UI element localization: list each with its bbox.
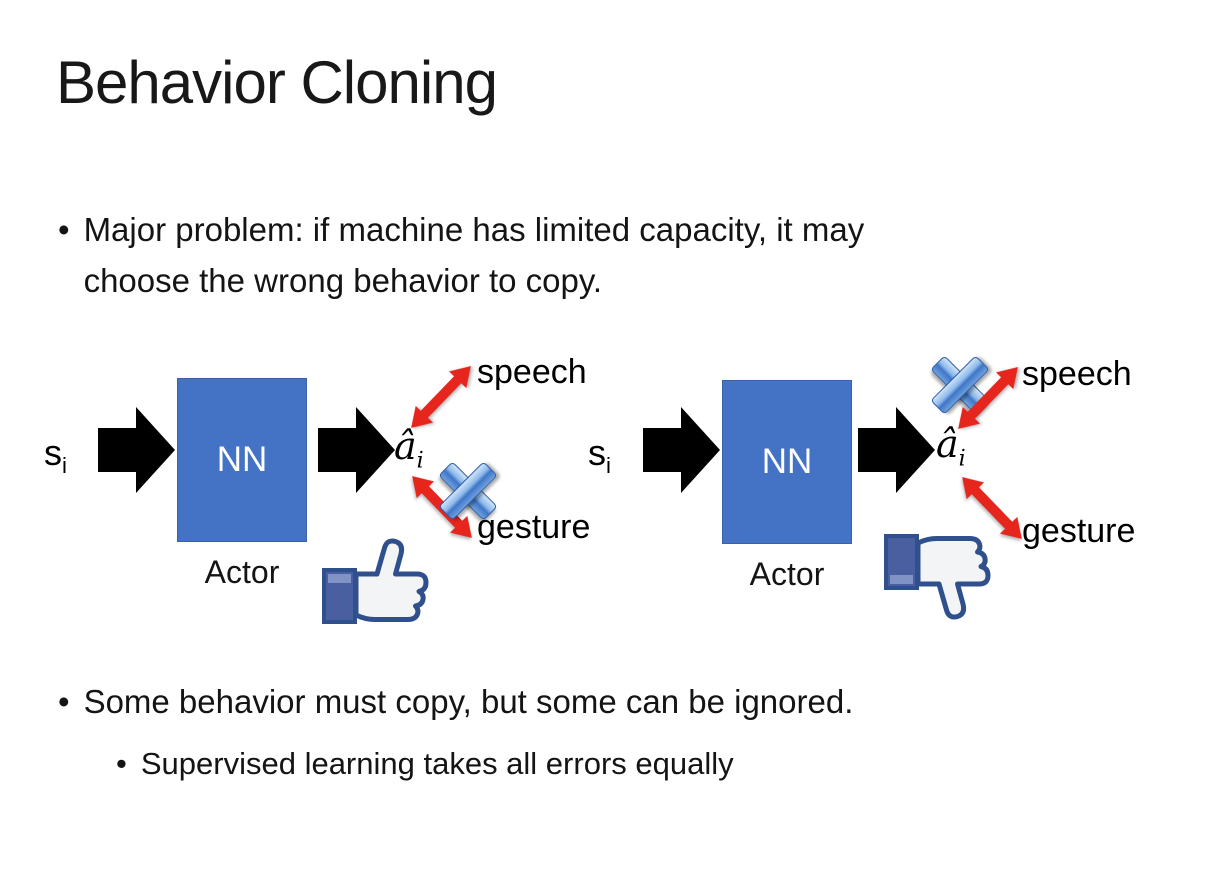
nn-box-right: NN (722, 380, 852, 544)
bullet-supervised: Supervised learning takes all errors equ… (116, 738, 1056, 789)
branch-label-speech-right: speech (1022, 355, 1132, 393)
input-arrow-icon (643, 407, 720, 493)
bullet-supervised-text: Supervised learning takes all errors equ… (140, 746, 734, 781)
bullet-major-problem: Major problem: if machine has limited ca… (58, 204, 958, 306)
bullet-some-behavior: Some behavior must copy, but some can be… (58, 676, 1098, 727)
actor-label-right: Actor (749, 556, 825, 592)
bullet-major-problem-text: Major problem: if machine has limited ca… (83, 211, 865, 299)
branch-label-gesture-right: gesture (1022, 512, 1136, 550)
nn-label: NN (216, 440, 268, 479)
predicted-action-label-right: âi (936, 422, 966, 472)
thumbs-down-icon (882, 532, 992, 622)
output-arrow-icon (318, 407, 395, 493)
bullet-marker (58, 204, 70, 306)
page-title: Behavior Cloning (56, 49, 498, 116)
bullet-some-behavior-text: Some behavior must copy, but some can be… (83, 683, 854, 720)
actor-label-left: Actor (204, 554, 280, 590)
state-input-label-right: si (588, 432, 611, 479)
bullet-marker (58, 676, 70, 727)
input-arrow-icon (98, 407, 175, 493)
state-input-label-left: si (44, 432, 67, 479)
output-arrow-icon (858, 407, 935, 493)
branch-label-gesture-left: gesture (477, 508, 591, 546)
bullet-marker (116, 738, 127, 789)
branch-label-speech-left: speech (477, 353, 587, 391)
predicted-action-label-left: âi (394, 424, 424, 474)
nn-label: NN (761, 442, 813, 481)
thumbs-up-icon (320, 536, 430, 626)
nn-box-left: NN (177, 378, 307, 542)
speech-arrow-icon (402, 357, 480, 437)
cross-icon-gesture (436, 460, 500, 522)
